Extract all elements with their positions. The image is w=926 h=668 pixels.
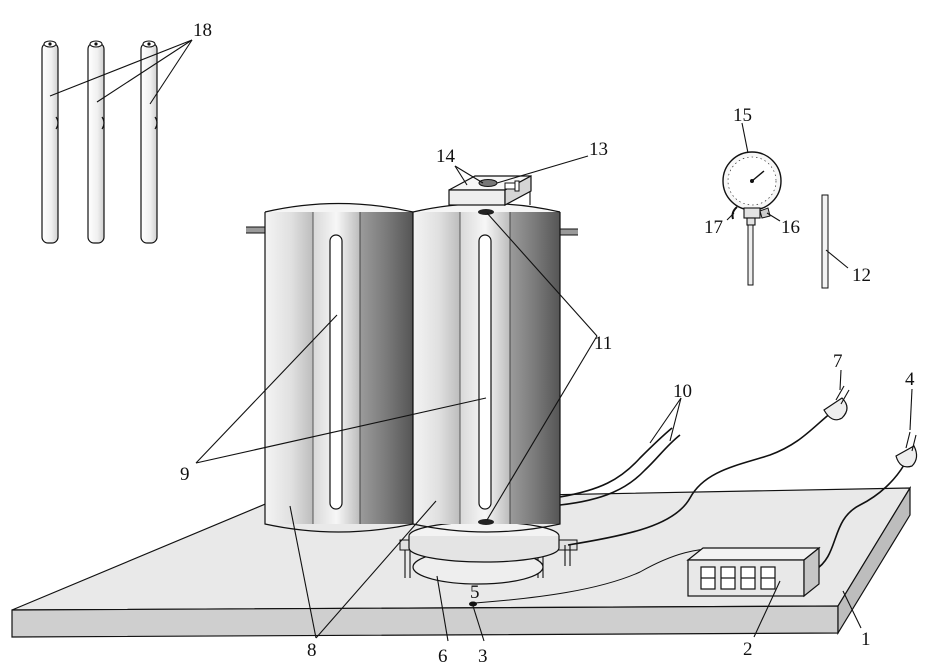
label-9: 9 [180, 464, 190, 485]
leader-lines [49, 39, 913, 642]
label-8: 8 [307, 640, 317, 661]
timer-digits [700, 566, 776, 590]
label-16: 16 [781, 217, 800, 238]
callout-labels: 18 14 13 15 17 16 12 11 10 7 4 9 8 6 5 3… [180, 20, 915, 667]
power-plug-4 [895, 431, 918, 468]
sensor-bracket [448, 174, 532, 207]
label-1: 1 [861, 629, 871, 650]
power-plug-7 [823, 385, 850, 421]
rotating-platform [399, 521, 578, 585]
label-12: 12 [852, 265, 871, 286]
electronic-timer [686, 546, 821, 598]
label-15: 15 [733, 105, 752, 126]
wires [474, 411, 905, 604]
label-5: 5 [470, 582, 480, 603]
label-6: 6 [438, 646, 448, 667]
label-3: 3 [478, 646, 488, 667]
photo-sensor [469, 601, 477, 607]
label-4: 4 [905, 369, 915, 390]
label-18: 18 [193, 20, 212, 41]
rods-18 [41, 40, 158, 244]
dial-gauge [722, 151, 782, 286]
label-11: 11 [594, 333, 612, 354]
rotor-left-half [246, 202, 414, 533]
label-7: 7 [833, 351, 843, 372]
label-14: 14 [436, 146, 456, 167]
rotor-right-half [412, 202, 578, 533]
label-10: 10 [673, 381, 692, 402]
label-17: 17 [704, 217, 723, 238]
label-13: 13 [589, 139, 608, 160]
rod-12 [821, 194, 829, 289]
label-2: 2 [743, 639, 753, 660]
